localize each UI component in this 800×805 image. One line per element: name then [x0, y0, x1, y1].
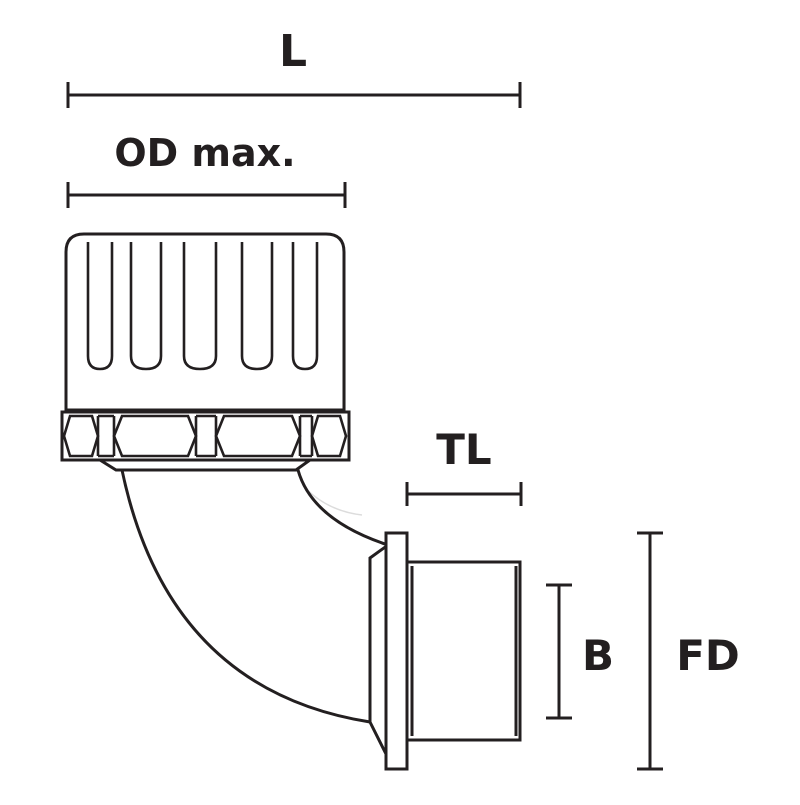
cap-groove-5 [291, 242, 319, 371]
hex-gap-center [196, 414, 216, 458]
cap-groove-2 [129, 242, 163, 371]
knurled-cap [64, 232, 346, 412]
cap-outline [64, 232, 346, 412]
spigot-body [405, 560, 522, 742]
elbow-body-outline [120, 468, 390, 724]
dimension-thread-length [405, 482, 523, 506]
dimension-outer-diameter [66, 182, 347, 208]
threaded-spigot [405, 560, 522, 742]
cap-groove-4 [240, 242, 274, 371]
cap-grooves [86, 242, 319, 371]
flange-plate [384, 531, 409, 771]
cap-groove-1 [86, 242, 114, 371]
dimension-bore [546, 583, 572, 720]
dimension-flange-diameter-label: FD [676, 631, 740, 680]
dimension-length-label: L [279, 26, 307, 77]
dimension-thread-length-label: TL [436, 425, 491, 474]
dimension-outer-diameter-label: OD max. [114, 131, 295, 175]
elbow-body [120, 468, 390, 724]
cap-groove-3 [182, 242, 218, 371]
flange [368, 531, 409, 771]
hex-gap-left [98, 414, 114, 458]
hex-nut-flats [62, 414, 348, 458]
dimension-bore-label: B [582, 631, 614, 680]
hex-nut-body [60, 410, 351, 462]
hex-flat-left [62, 414, 100, 458]
dimension-length [66, 82, 522, 108]
hex-nut [60, 410, 351, 462]
hex-gap-right [300, 414, 312, 458]
dimension-flange-diameter [637, 531, 663, 771]
